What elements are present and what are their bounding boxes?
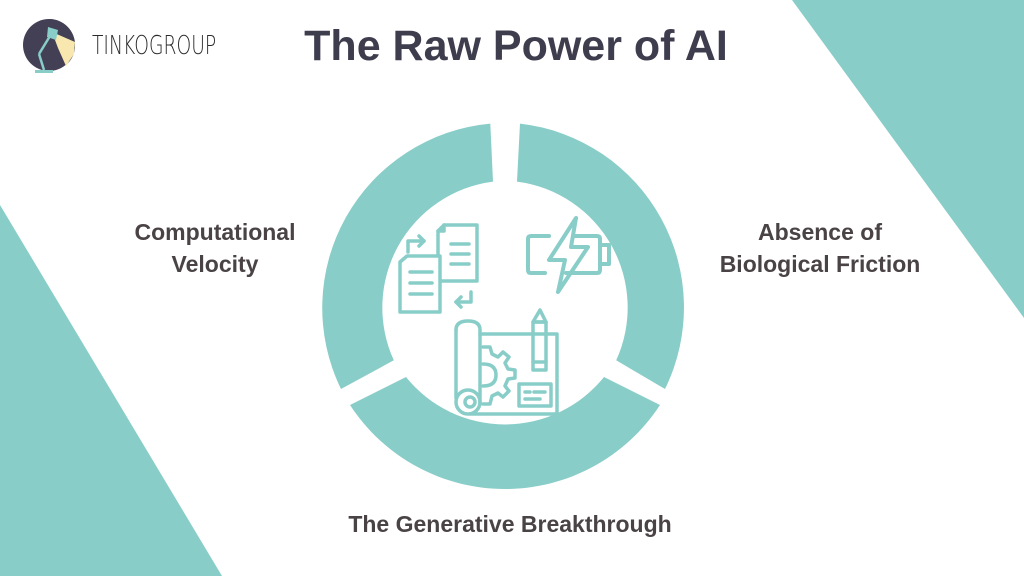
label-line: Velocity xyxy=(171,251,259,277)
desk-lamp-icon xyxy=(23,19,76,73)
document-exchange-icon xyxy=(398,223,479,314)
label-absence-of-biological-friction: Absence of Biological Friction xyxy=(700,216,940,280)
ring-segment-generative-breakthrough xyxy=(350,377,660,490)
label-line: Biological Friction xyxy=(719,251,921,277)
page-title: The Raw Power of AI xyxy=(304,22,728,70)
label-computational-velocity: Computational Velocity xyxy=(110,216,320,280)
brand-logo: TINKOGROUP xyxy=(22,18,264,74)
label-generative-breakthrough: The Generative Breakthrough xyxy=(300,508,720,540)
ring-segment-computational-velocity xyxy=(322,123,493,389)
ring-segment-biological-friction xyxy=(517,123,684,389)
label-line: Absence of xyxy=(758,219,882,245)
label-line: Computational xyxy=(134,219,296,245)
bottom-left-triangle xyxy=(0,205,222,576)
label-line: The Generative Breakthrough xyxy=(348,511,672,537)
brand-name: TINKOGROUP xyxy=(92,31,217,61)
blueprint-gear-icon xyxy=(454,308,559,416)
battery-charging-icon xyxy=(526,216,611,294)
top-right-triangle xyxy=(792,0,1024,318)
